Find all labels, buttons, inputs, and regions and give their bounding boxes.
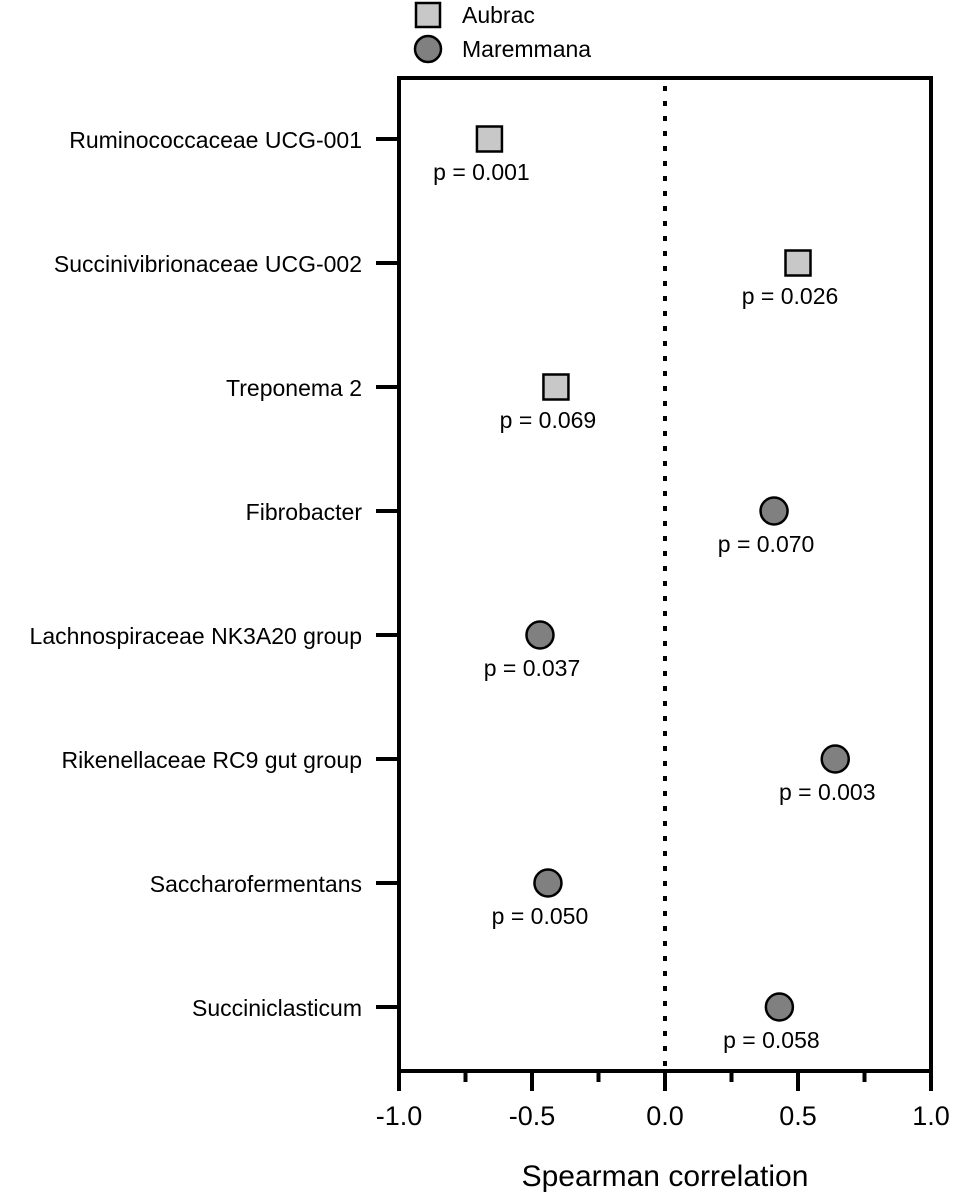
p-value-label: p = 0.058 — [723, 1027, 820, 1053]
data-point-aubrac — [542, 373, 570, 401]
y-tick-label: Lachnospiraceae NK3A20 group — [30, 623, 362, 649]
p-value-label: p = 0.070 — [718, 531, 815, 557]
y-tick-label: Treponema 2 — [226, 375, 362, 401]
legend-label: Maremmana — [462, 36, 591, 62]
legend-marker-circle — [413, 34, 443, 64]
data-point-maremmana — [764, 992, 795, 1022]
y-tick-label: Succiniclasticum — [192, 995, 362, 1021]
x-axis-title: Spearman correlation — [522, 1160, 809, 1193]
p-value-label: p = 0.037 — [484, 655, 581, 681]
x-tick-label: 1.0 — [912, 1101, 950, 1131]
data-point-maremmana — [525, 620, 555, 650]
y-tick-label: Succinivibrionaceae UCG-002 — [54, 251, 362, 277]
data-point-maremmana — [533, 868, 563, 898]
data-point-aubrac — [784, 249, 812, 277]
p-value-label: p = 0.001 — [433, 159, 530, 185]
y-tick-label: Rikenellaceae RC9 gut group — [62, 747, 362, 773]
data-point-maremmana — [820, 744, 850, 774]
p-value-label: p = 0.003 — [779, 779, 876, 805]
data-point-aubrac — [475, 125, 504, 153]
x-tick-label: -0.5 — [509, 1101, 556, 1131]
legend-marker-square — [414, 1, 442, 29]
data-point-maremmana — [759, 496, 789, 526]
plot-frame — [397, 76, 933, 1073]
y-tick-label: Ruminococcaceae UCG-001 — [69, 127, 362, 153]
p-value-label: p = 0.026 — [742, 283, 839, 309]
y-tick-label: Fibrobacter — [246, 499, 363, 525]
p-value-label: p = 0.050 — [492, 903, 589, 929]
x-tick-label: 0.0 — [646, 1101, 684, 1131]
y-tick-label: Saccharofermentans — [150, 871, 362, 897]
p-value-label: p = 0.069 — [500, 407, 597, 433]
x-axis: -1.0 -0.5 0.0 0.5 1.0 — [376, 1071, 950, 1131]
legend-label: Aubrac — [462, 2, 535, 28]
y-axis: Ruminococcaceae UCG-001Succinivibrionace… — [30, 127, 399, 1021]
x-tick-label: -1.0 — [376, 1101, 423, 1131]
data-points: p = 0.001 p = 0.026 p = 0.069 p = 0.070 p = … — [433, 125, 876, 1053]
x-tick-label: 0.5 — [779, 1101, 817, 1131]
